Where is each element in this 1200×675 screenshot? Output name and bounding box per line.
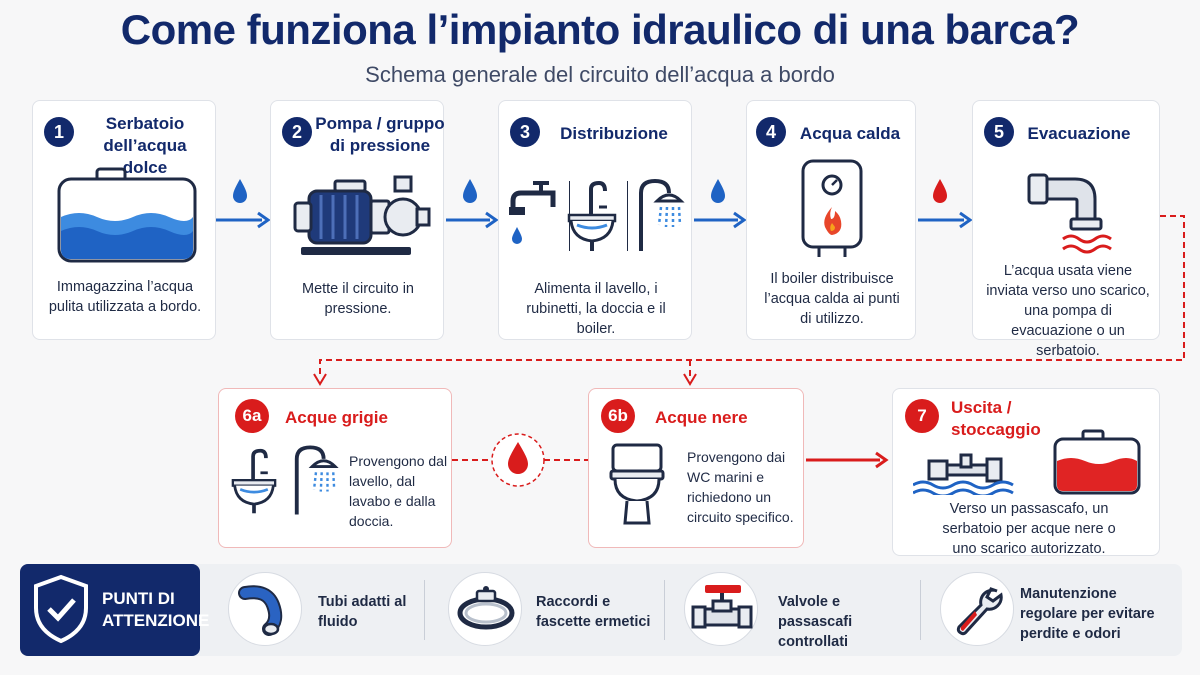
step-number-3: 3 bbox=[510, 117, 540, 147]
step-card-5: 5 Evacuazione L’acqua usata viene inviat… bbox=[972, 100, 1160, 359]
blackwater-tank-icon bbox=[1053, 429, 1141, 495]
step-title-1: Serbatoio dell’acqua dolce bbox=[103, 114, 187, 177]
flow-arrow-2-3 bbox=[446, 211, 499, 229]
attention-item-valves: Valvole e passascafi controllati bbox=[778, 594, 853, 650]
page-subtitle: Schema generale del circuito dell’acqua … bbox=[365, 62, 835, 87]
step-desc-1: Immagazzina l’acqua pulita utilizzata a … bbox=[48, 279, 202, 315]
output-card-6b: 6b Acque nere Provengono dai WC marini e… bbox=[588, 388, 804, 548]
attention-divider bbox=[920, 580, 921, 640]
step-card-1: 1 Serbatoio dell’acqua dolce Immagazzina… bbox=[32, 100, 216, 340]
step-number-4: 4 bbox=[756, 117, 786, 147]
output-number-7: 7 bbox=[905, 399, 939, 433]
water-drop-icon bbox=[233, 179, 247, 203]
shower-icon bbox=[639, 178, 685, 251]
step-desc-3: Alimenta il lavello, i rubinetti, la doc… bbox=[526, 281, 666, 337]
boiler-icon bbox=[801, 159, 863, 257]
freshwater-tank-icon bbox=[57, 167, 197, 263]
attention-panel: PUNTI DI ATTENZIONE bbox=[20, 564, 210, 656]
step-card-4: 4 Acqua calda Il boiler distribuisce l’a… bbox=[746, 100, 916, 340]
clamp-icon-badge bbox=[448, 572, 522, 646]
dashed-connector-evacuation bbox=[313, 215, 1185, 386]
wrench-icon-badge bbox=[940, 572, 1014, 646]
attention-item-maintenance: Manutenzione regolare per evitare perdit… bbox=[1020, 586, 1155, 642]
red-water-drop-icon bbox=[508, 442, 528, 474]
output-title-7: Uscita / stoccaggio bbox=[951, 398, 1041, 439]
flow-arrow-4-5 bbox=[918, 211, 973, 229]
step-number-5: 5 bbox=[984, 117, 1014, 147]
toilet-icon bbox=[609, 443, 665, 525]
flow-arrow-6b-7 bbox=[806, 451, 889, 469]
step-desc-4: Il boiler distribuisce l’acqua calda ai … bbox=[764, 271, 900, 327]
output-number-6a: 6a bbox=[235, 399, 269, 433]
output-title-6a: Acque grigie bbox=[285, 408, 388, 427]
step-card-2: 2 Pompa / gruppo di pressione Mette il c… bbox=[270, 100, 445, 340]
step-title-2: Pompa / gruppo di pressione bbox=[315, 114, 445, 155]
clamp-icon bbox=[457, 586, 515, 630]
attention-item-hoses: Tubi adatti al fluido bbox=[318, 594, 407, 630]
wrench-icon bbox=[956, 587, 1003, 636]
hose-icon bbox=[238, 585, 283, 636]
flow-arrow-1-2 bbox=[216, 211, 271, 229]
sink-icon bbox=[231, 448, 277, 514]
output-desc-6a: Provengono dal lavello, dal lavabo e dal… bbox=[349, 453, 448, 529]
step-number-1: 1 bbox=[44, 117, 74, 147]
step-number-2: 2 bbox=[282, 117, 312, 147]
step-title-5: Evacuazione bbox=[1027, 124, 1131, 143]
valve-icon-badge bbox=[684, 572, 758, 646]
attention-divider bbox=[664, 580, 665, 640]
pump-icon bbox=[293, 175, 431, 255]
output-number-6b: 6b bbox=[601, 399, 635, 433]
faucet-icon bbox=[509, 181, 556, 244]
shield-check-icon bbox=[34, 574, 88, 644]
step-card-3: 3 Distribuzione Alimenta il lavello, i r… bbox=[498, 100, 692, 340]
step-title-4: Acqua calda bbox=[799, 124, 901, 143]
flow-arrow-3-4 bbox=[694, 211, 747, 229]
output-card-7: 7 Uscita / stoccaggio Verso un passascaf… bbox=[892, 388, 1160, 557]
page-title: Come funziona l’impianto idraulico di un… bbox=[120, 6, 1080, 53]
step-desc-2: Mette il circuito in pressione. bbox=[301, 281, 414, 317]
hose-icon-badge bbox=[228, 572, 302, 646]
thru-hull-icon bbox=[913, 453, 1014, 495]
water-drop-icon bbox=[463, 179, 477, 203]
output-title-6b: Acque nere bbox=[655, 408, 748, 427]
attention-label: PUNTI DI ATTENZIONE bbox=[102, 589, 210, 630]
output-desc-6b: Provengono dai WC marini e richiedono un… bbox=[687, 449, 794, 525]
shower-icon bbox=[294, 445, 339, 515]
drain-pipe-icon bbox=[1027, 173, 1112, 254]
valve-icon bbox=[691, 585, 753, 629]
output-card-6a: 6a Acque grigie Provengono dal lavello, … bbox=[218, 388, 452, 548]
red-water-drop-icon bbox=[933, 179, 947, 203]
step-title-3: Distribuzione bbox=[560, 124, 668, 143]
water-drop-icon bbox=[711, 179, 725, 203]
dashed-connector-grey-black bbox=[452, 433, 588, 487]
attention-item-fittings: Raccordi e fascette ermetici bbox=[536, 594, 651, 630]
output-desc-7: Verso un passascafo, un serbatoio per ac… bbox=[942, 501, 1116, 557]
step-desc-5: L’acqua usata viene inviata verso uno sc… bbox=[986, 263, 1150, 359]
attention-divider bbox=[424, 580, 425, 640]
